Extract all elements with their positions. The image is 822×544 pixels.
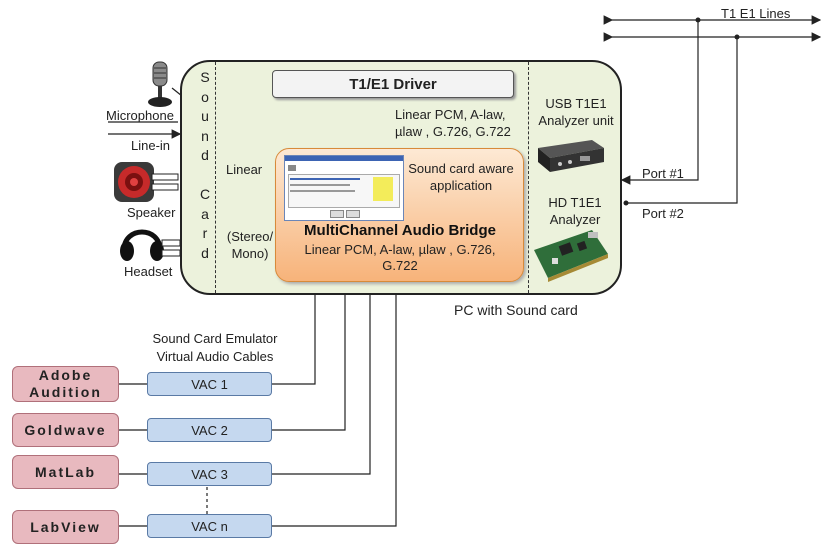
headset-icon	[120, 229, 181, 261]
vac-1: VAC 1	[147, 372, 272, 396]
t1e1-driver-box: T1/E1 Driver	[272, 70, 514, 98]
bridge-title: MultiChannel Audio Bridge	[304, 222, 496, 239]
vac-3: VAC 3	[147, 462, 272, 486]
stereo-mono-label: (Stereo/ Mono)	[226, 229, 274, 261]
analyzer-divider	[528, 62, 529, 293]
line-in-label: Line-in	[131, 138, 171, 153]
pc-caption: PC with Sound card	[454, 302, 578, 318]
t1-lines-label: T1 E1 Lines	[721, 6, 791, 21]
hd-analyzer-label: HD T1E1 Analyzer	[548, 195, 602, 227]
microphone-icon	[148, 61, 172, 107]
emulator-caption: Sound Card Emulator Virtual Audio Cables	[152, 331, 278, 364]
vac-n: VAC n	[147, 514, 272, 538]
driver-formats: Linear PCM, A-law, µlaw , G.726, G.722	[395, 107, 511, 139]
linear-label: Linear	[226, 162, 263, 177]
software-labview: LabView	[12, 510, 119, 544]
usb-analyzer-device-icon	[538, 140, 604, 172]
bridge-formats: Linear PCM, A-law, µlaw , G.726, G.722	[304, 242, 496, 273]
hd-analyzer-card-icon	[534, 230, 608, 282]
sound-card-divider	[215, 62, 216, 293]
port1-label: Port #1	[642, 166, 684, 181]
speaker-icon	[114, 162, 179, 202]
speaker-label: Speaker	[127, 205, 176, 220]
sound-card-label: S o u n d C a r d	[199, 69, 211, 261]
usb-analyzer-label: USB T1E1 Analyzer unit	[538, 96, 614, 128]
software-adobe-audition: Adobe Audition	[12, 366, 119, 402]
software-matlab: MatLab	[12, 455, 119, 489]
software-goldwave: Goldwave	[12, 413, 119, 447]
port2-label: Port #2	[642, 206, 684, 221]
application-window-thumbnail	[284, 155, 404, 221]
headset-label: Headset	[124, 264, 173, 279]
vac-2: VAC 2	[147, 418, 272, 442]
microphone-label: Microphone	[106, 108, 174, 123]
application-label: Sound card aware application	[408, 161, 514, 193]
